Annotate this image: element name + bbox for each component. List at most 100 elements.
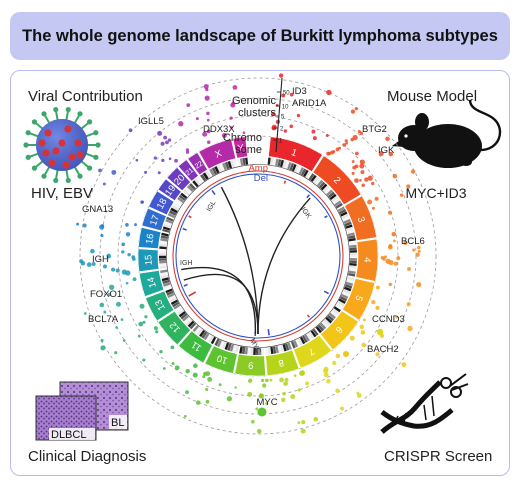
virus-spike-tip [95, 142, 101, 148]
karyotype-band [327, 314, 335, 322]
virus-spike-tip [23, 142, 29, 148]
karyotype-band [321, 320, 329, 328]
virus-spike-tip [86, 165, 93, 171]
del-label: Del [254, 173, 268, 184]
karyotype-band [344, 284, 353, 289]
chromosome-segment [204, 345, 238, 374]
mutation-dot [363, 318, 366, 322]
mutation-dot [137, 334, 141, 338]
karyotype-band [227, 161, 233, 169]
virus-spike-tip [77, 111, 83, 117]
virus-spike-tip [25, 154, 31, 160]
karyotype-band [192, 180, 199, 188]
mutation-dot [82, 223, 87, 228]
mutation-dots [76, 73, 422, 434]
karyotype-band [349, 263, 357, 267]
mutation-dot [301, 420, 306, 425]
mutation-dot [162, 367, 166, 370]
karyotype-band [180, 313, 188, 320]
dlbcl-label-bg [49, 428, 95, 440]
translocation-links [181, 186, 311, 335]
axis-tick-label: 5 [281, 115, 285, 121]
mutation-dot [312, 136, 317, 141]
mutation-dot [206, 118, 210, 122]
mutation-dot [412, 248, 416, 252]
mutation-dot [417, 245, 421, 250]
mutation-dot [361, 183, 365, 187]
chromosome-label: 15 [143, 254, 154, 265]
chromosome-segment [268, 136, 323, 173]
bl-label-bg [109, 415, 127, 429]
karyotype-band [338, 298, 346, 304]
karyotype-band [245, 157, 249, 165]
karyotype-band [304, 334, 310, 342]
mutation-dot [325, 134, 329, 138]
mutation-dot [271, 111, 276, 116]
karyotype-band [258, 347, 262, 355]
karyotype-band [331, 195, 339, 203]
mutation-dot [100, 233, 104, 238]
mutation-dot [388, 244, 393, 248]
virus-protein [74, 139, 82, 147]
karyotype-band [282, 344, 287, 352]
karyotype-band [164, 221, 172, 226]
mutation-dot [356, 393, 362, 398]
mutation-dot [204, 95, 210, 101]
mutation-dot [359, 131, 364, 136]
gene-label: BCL6 [401, 236, 425, 247]
karyotype-band [239, 158, 244, 166]
mutation-dot [86, 262, 92, 267]
karyotype-band [161, 274, 169, 279]
chromosome-segment [198, 138, 237, 170]
karyotype-band [167, 212, 176, 219]
karyotype-band [233, 159, 238, 167]
cnv-tick [324, 215, 328, 219]
mutation-dot [311, 129, 316, 134]
karyotype-band [293, 340, 299, 348]
karyotype-band [333, 306, 341, 313]
karyotype-band [242, 157, 246, 166]
karyotype-band [296, 166, 302, 174]
mutation-dot [230, 126, 233, 129]
virus-protein [68, 153, 76, 161]
chromosome-segment [319, 310, 359, 351]
karyotype-band [239, 346, 243, 354]
virus-protein [62, 161, 70, 169]
karyotype-band [185, 318, 193, 326]
karyotype-band [216, 164, 222, 173]
gene-label: BACH2 [367, 344, 399, 355]
karyotype-band [270, 346, 274, 355]
translocation-link [181, 266, 256, 334]
karyotype-band [230, 160, 235, 168]
virus-protein [58, 139, 66, 147]
mouse-model-label: Mouse Model [387, 88, 478, 105]
mutation-dot [383, 255, 387, 259]
mutation-dot [116, 301, 121, 307]
mutation-dot [371, 206, 375, 210]
virus-spike-tip [53, 177, 59, 184]
karyotype-band [310, 174, 317, 182]
gene-label: BTG2 [362, 124, 387, 135]
mutation-dot [205, 399, 210, 404]
chromosome-label: 8 [277, 357, 285, 369]
mutation-dot [367, 175, 373, 181]
karyotype-band [349, 260, 357, 264]
gene-label: GNA13 [82, 204, 113, 215]
karyotype-band [187, 320, 195, 328]
mouse-caption: MYC+ID3 [405, 185, 466, 201]
mutation-dot [399, 193, 404, 197]
karyotype-band [209, 168, 215, 176]
karyotype-band [170, 207, 178, 214]
mutation-dot [393, 239, 396, 243]
karyotype-band [166, 216, 174, 222]
cnv-tick [306, 194, 311, 199]
chromosome-label: 6 [333, 324, 345, 335]
chromosome-label: 18 [155, 197, 170, 212]
chromosome-segment [293, 334, 332, 369]
mutation-dot [332, 360, 337, 366]
mutation-dot [229, 116, 233, 120]
chromosome-segment [166, 167, 191, 192]
mutation-dot [185, 390, 189, 395]
gene-label: CCND3 [372, 314, 405, 325]
mutation-dot [206, 111, 210, 116]
